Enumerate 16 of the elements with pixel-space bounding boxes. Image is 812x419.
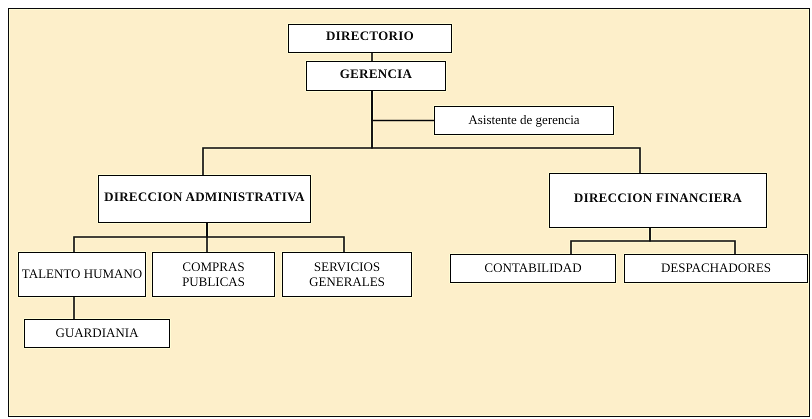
org-box: COMPRAS PUBLICAS xyxy=(152,252,275,297)
org-box: DIRECCION ADMINISTRATIVA xyxy=(98,175,311,223)
connector-line xyxy=(649,228,736,254)
org-box: DESPACHADORES xyxy=(624,254,808,283)
connector-line xyxy=(206,223,345,252)
connector-line xyxy=(371,53,373,61)
connector-line xyxy=(371,91,641,173)
org-box: Asistente de gerencia xyxy=(434,106,614,135)
org-box: GERENCIA xyxy=(306,61,446,91)
org-box: DIRECTORIO xyxy=(288,24,452,53)
org-box: TALENTO HUMANO xyxy=(18,252,146,297)
org-box: DIRECCION FINANCIERA xyxy=(549,173,767,228)
connector-line xyxy=(73,297,75,319)
org-box: GUARDIANIA xyxy=(24,319,170,348)
org-box: CONTABILIDAD xyxy=(450,254,616,283)
org-box: SERVICIOS GENERALES xyxy=(282,252,412,297)
